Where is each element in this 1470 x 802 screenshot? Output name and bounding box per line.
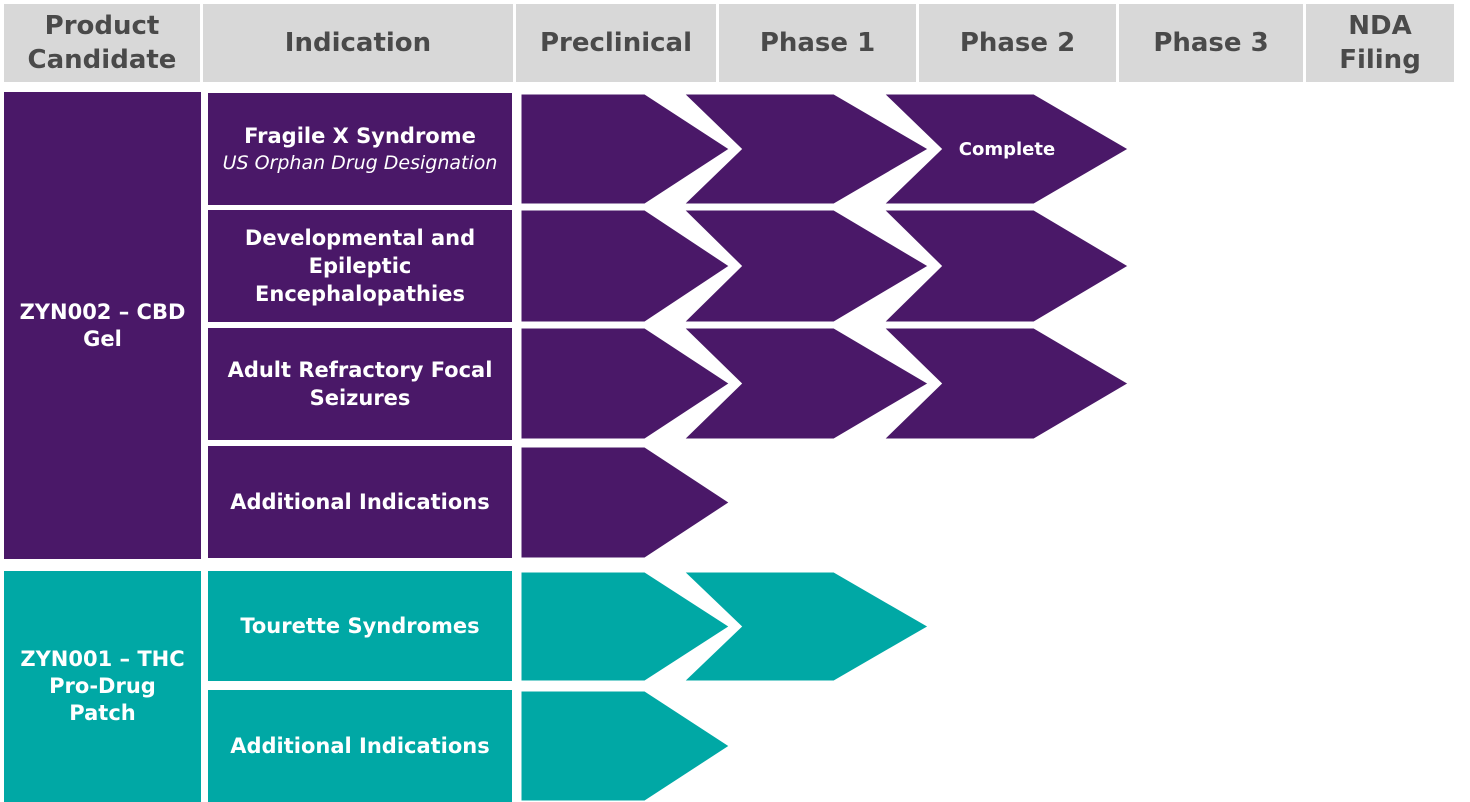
progress-chevron (518, 91, 734, 207)
header-product-candidate-label: Product Candidate (27, 11, 177, 75)
progress-chevron (518, 325, 734, 442)
status-complete-label: Complete (958, 139, 1056, 160)
indication-title: Developmental and Epileptic Encephalopat… (244, 226, 476, 306)
header-nda-filing: NDA Filing (1306, 4, 1454, 82)
candidate-zyn001-label: ZYN001 – THC Pro-Drug Patch (20, 647, 185, 725)
progress-chevron (518, 569, 734, 684)
indication-title: Additional Indications (230, 734, 490, 758)
header-indication: Indication (203, 4, 513, 82)
progress-chevron (678, 569, 933, 684)
indication-tourette: Tourette Syndromes (208, 571, 512, 681)
progress-chevron (678, 91, 933, 207)
indication-title: Tourette Syndromes (240, 614, 480, 638)
header-preclinical: Preclinical (516, 4, 716, 82)
indication-fragile-x: Fragile X Syndrome US Orphan Drug Design… (208, 93, 512, 205)
candidate-zyn002-label: ZYN002 – CBD Gel (19, 299, 186, 351)
progress-chevron (678, 207, 933, 325)
header-indication-label: Indication (284, 28, 432, 58)
header-product-candidate: Product Candidate (4, 4, 200, 82)
progress-chevron (518, 207, 734, 325)
indication-subtitle: US Orphan Drug Designation (222, 152, 498, 174)
indication-title: Fragile X Syndrome (244, 124, 476, 148)
header-phase-3-label: Phase 3 (1153, 28, 1269, 58)
indication-arfs: Adult Refractory Focal Seizures (208, 328, 512, 440)
progress-chevron (518, 688, 734, 802)
progress-chevron (878, 91, 1133, 207)
header-phase-3: Phase 3 (1119, 4, 1303, 82)
header-nda-filing-label: NDA Filing (1339, 11, 1421, 75)
progress-chevron (518, 444, 734, 561)
candidate-zyn002: ZYN002 – CBD Gel (4, 92, 201, 559)
indication-additional-zyn001: Additional Indications (208, 690, 512, 802)
header-phase-2-label: Phase 2 (959, 28, 1076, 58)
indication-dee: Developmental and Epileptic Encephalopat… (208, 210, 512, 322)
progress-chevron (678, 325, 933, 442)
candidate-zyn001: ZYN001 – THC Pro-Drug Patch (4, 571, 201, 802)
header-phase-1-label: Phase 1 (759, 28, 876, 58)
progress-chevron (878, 325, 1133, 442)
progress-chevron (878, 207, 1133, 325)
header-preclinical-label: Preclinical (539, 28, 693, 58)
header-phase-1: Phase 1 (719, 4, 916, 82)
indication-title: Adult Refractory Focal Seizures (227, 358, 493, 410)
header-phase-2: Phase 2 (919, 4, 1116, 82)
indication-title: Additional Indications (230, 490, 490, 514)
indication-additional-zyn002: Additional Indications (208, 446, 512, 558)
